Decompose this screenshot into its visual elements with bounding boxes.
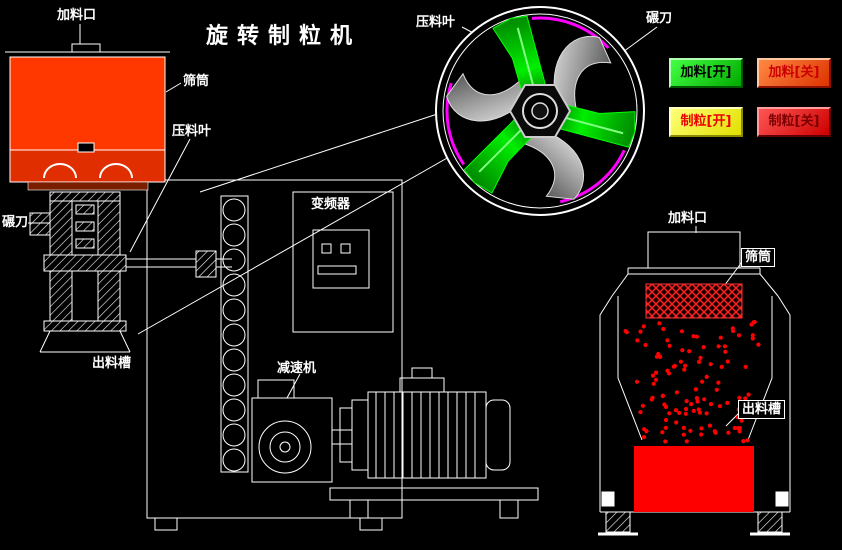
rotor-detail-view — [430, 5, 645, 216]
feed-on-button[interactable]: 加料[开] — [669, 58, 743, 88]
label-press-blade-left: 压料叶 — [172, 124, 212, 139]
sieve-screen — [645, 283, 743, 319]
label-inverter: 变频器 — [311, 197, 351, 212]
reducer — [251, 379, 352, 483]
machine-frame — [146, 179, 539, 531]
granulator-head — [29, 191, 232, 353]
right-machine — [598, 231, 791, 536]
press-blade-gray — [430, 18, 636, 200]
granule-particles — [623, 319, 761, 444]
motor — [339, 367, 511, 479]
label-roller-knife-detail: 碾刀 — [646, 11, 673, 26]
discharge-tray — [634, 446, 754, 512]
label-reducer: 减速机 — [277, 361, 317, 376]
label-sieve-right: 筛筒 — [741, 248, 776, 267]
rotor-hub — [508, 84, 572, 138]
feed-off-button[interactable]: 加料[关] — [757, 58, 831, 88]
label-discharge-left: 出料槽 — [92, 356, 132, 371]
magenta-rim-arcs — [445, 16, 635, 206]
hopper — [5, 43, 170, 191]
label-press-blade-detail: 压料叶 — [416, 15, 456, 30]
leader-lines — [28, 24, 743, 427]
label-feed-inlet-right: 加料口 — [668, 211, 708, 226]
label-feed-inlet-left: 加料口 — [57, 8, 97, 23]
label-discharge-right: 出料槽 — [738, 400, 786, 419]
label-sieve-left: 筛筒 — [183, 74, 210, 89]
label-roller-knife-left: 碾刀 — [2, 215, 29, 230]
page-title: 旋转制粒机 — [206, 24, 362, 49]
granulate-on-button[interactable]: 制粒[开] — [669, 107, 743, 137]
granulate-off-button[interactable]: 制粒[关] — [757, 107, 831, 137]
